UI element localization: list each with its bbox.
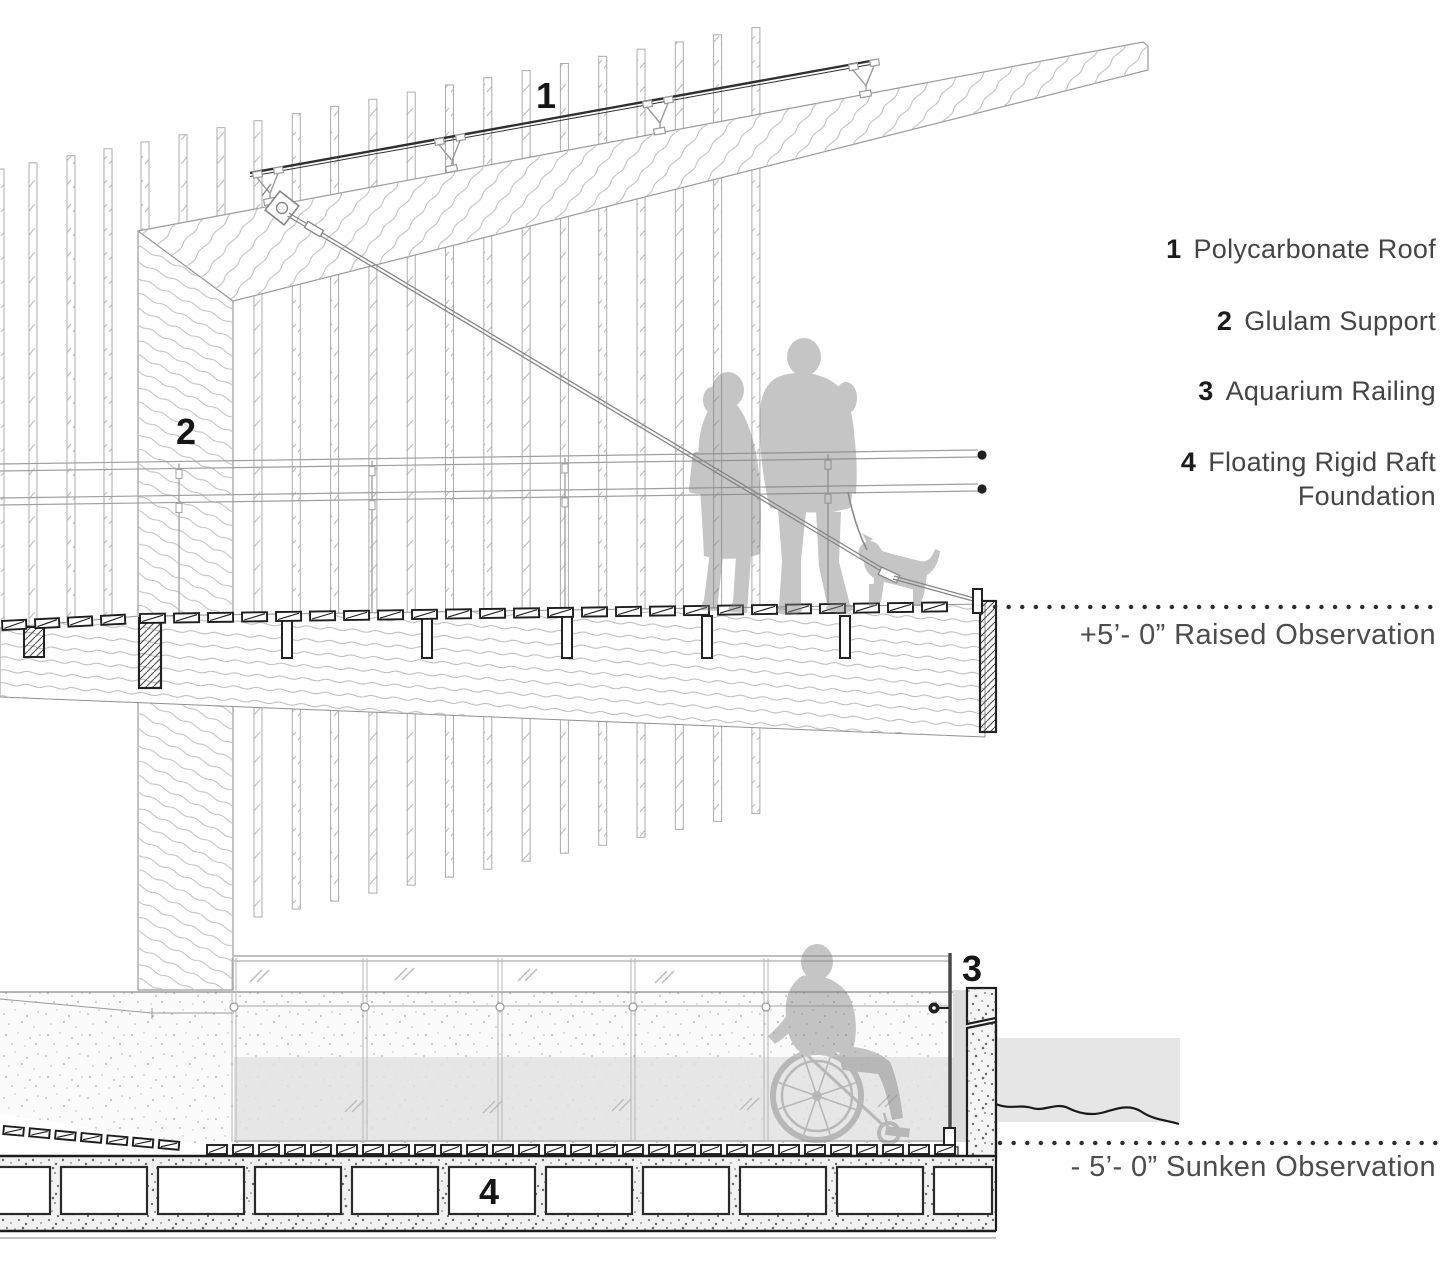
- raft-foundation: [0, 1018, 998, 1239]
- legend-item-raft-line2: Foundation: [1297, 481, 1436, 511]
- legend-number: 2: [1216, 306, 1233, 336]
- rail-end-dot: [977, 450, 987, 460]
- legend-item-railing: 3 Aquarium Railing: [1198, 376, 1436, 407]
- man-head: [787, 338, 821, 376]
- legend-label: Glulam Support: [1244, 306, 1436, 336]
- sunken-datum-note: - 5’- 0” Sunken Observation: [1070, 1151, 1436, 1183]
- water-bottom-line: [995, 1102, 1180, 1126]
- raised-walkway-deck: [0, 599, 998, 738]
- callout-raft: 4: [479, 1171, 499, 1212]
- callout-support: 2: [176, 411, 196, 452]
- legend-item-raft: 4 Floating Rigid Raft: [1181, 447, 1436, 478]
- raised-datum-note: +5’- 0” Raised Observation: [1079, 619, 1436, 651]
- deck-boards: [1, 601, 949, 631]
- water-body: [995, 1038, 1180, 1126]
- hatched-joist: [137, 616, 163, 690]
- man-body: [759, 372, 856, 513]
- wheelchair-user-head: [801, 944, 833, 980]
- glulam-beam-grain: [138, 42, 1148, 301]
- deck-edge-block: [23, 626, 45, 658]
- roof-brackets: [251, 58, 881, 207]
- tank-water: [234, 1057, 965, 1142]
- legend-label: Floating Rigid Raft: [1208, 447, 1436, 477]
- callout-railing: 3: [962, 948, 982, 989]
- rail-end-dot: [977, 484, 987, 494]
- walkway-guardrail: [0, 449, 987, 615]
- legend-number: 1: [1166, 234, 1182, 264]
- pedestrians-silhouette: [688, 338, 940, 615]
- legend-number: 3: [1198, 376, 1214, 406]
- callout-roof: 1: [536, 75, 556, 116]
- legend-label: Polycarbonate Roof: [1193, 234, 1436, 264]
- dog: [858, 541, 940, 606]
- legend-item-roof: 1 Polycarbonate Roof: [1166, 234, 1436, 265]
- sunken-deck-boards: [2, 1124, 956, 1155]
- woman-head: [712, 372, 744, 408]
- wheelchair-wheel: [770, 1049, 864, 1143]
- glulam-column-grain: [138, 231, 233, 990]
- glulam-structure: [136, 41, 1149, 991]
- raft-foundation-voids: [0, 1165, 994, 1216]
- deck-fascia: [978, 599, 998, 734]
- concrete-edge-wall: [965, 986, 998, 1159]
- legend-number: 4: [1180, 447, 1197, 477]
- tie-rod: [261, 183, 983, 614]
- aquarium-glass-railing: [229, 955, 949, 1142]
- legend-item-support: 2 Glulam Support: [1217, 306, 1436, 337]
- wheelchair-user-silhouette: [768, 944, 910, 1145]
- caster-wheel: [877, 1121, 901, 1145]
- legend-label: Aquarium Railing: [1225, 376, 1436, 406]
- sunken-observation: [0, 944, 1440, 1239]
- dog-leash: [847, 491, 868, 551]
- polycarbonate-roof: [249, 58, 881, 207]
- rod-anchor: [972, 588, 983, 614]
